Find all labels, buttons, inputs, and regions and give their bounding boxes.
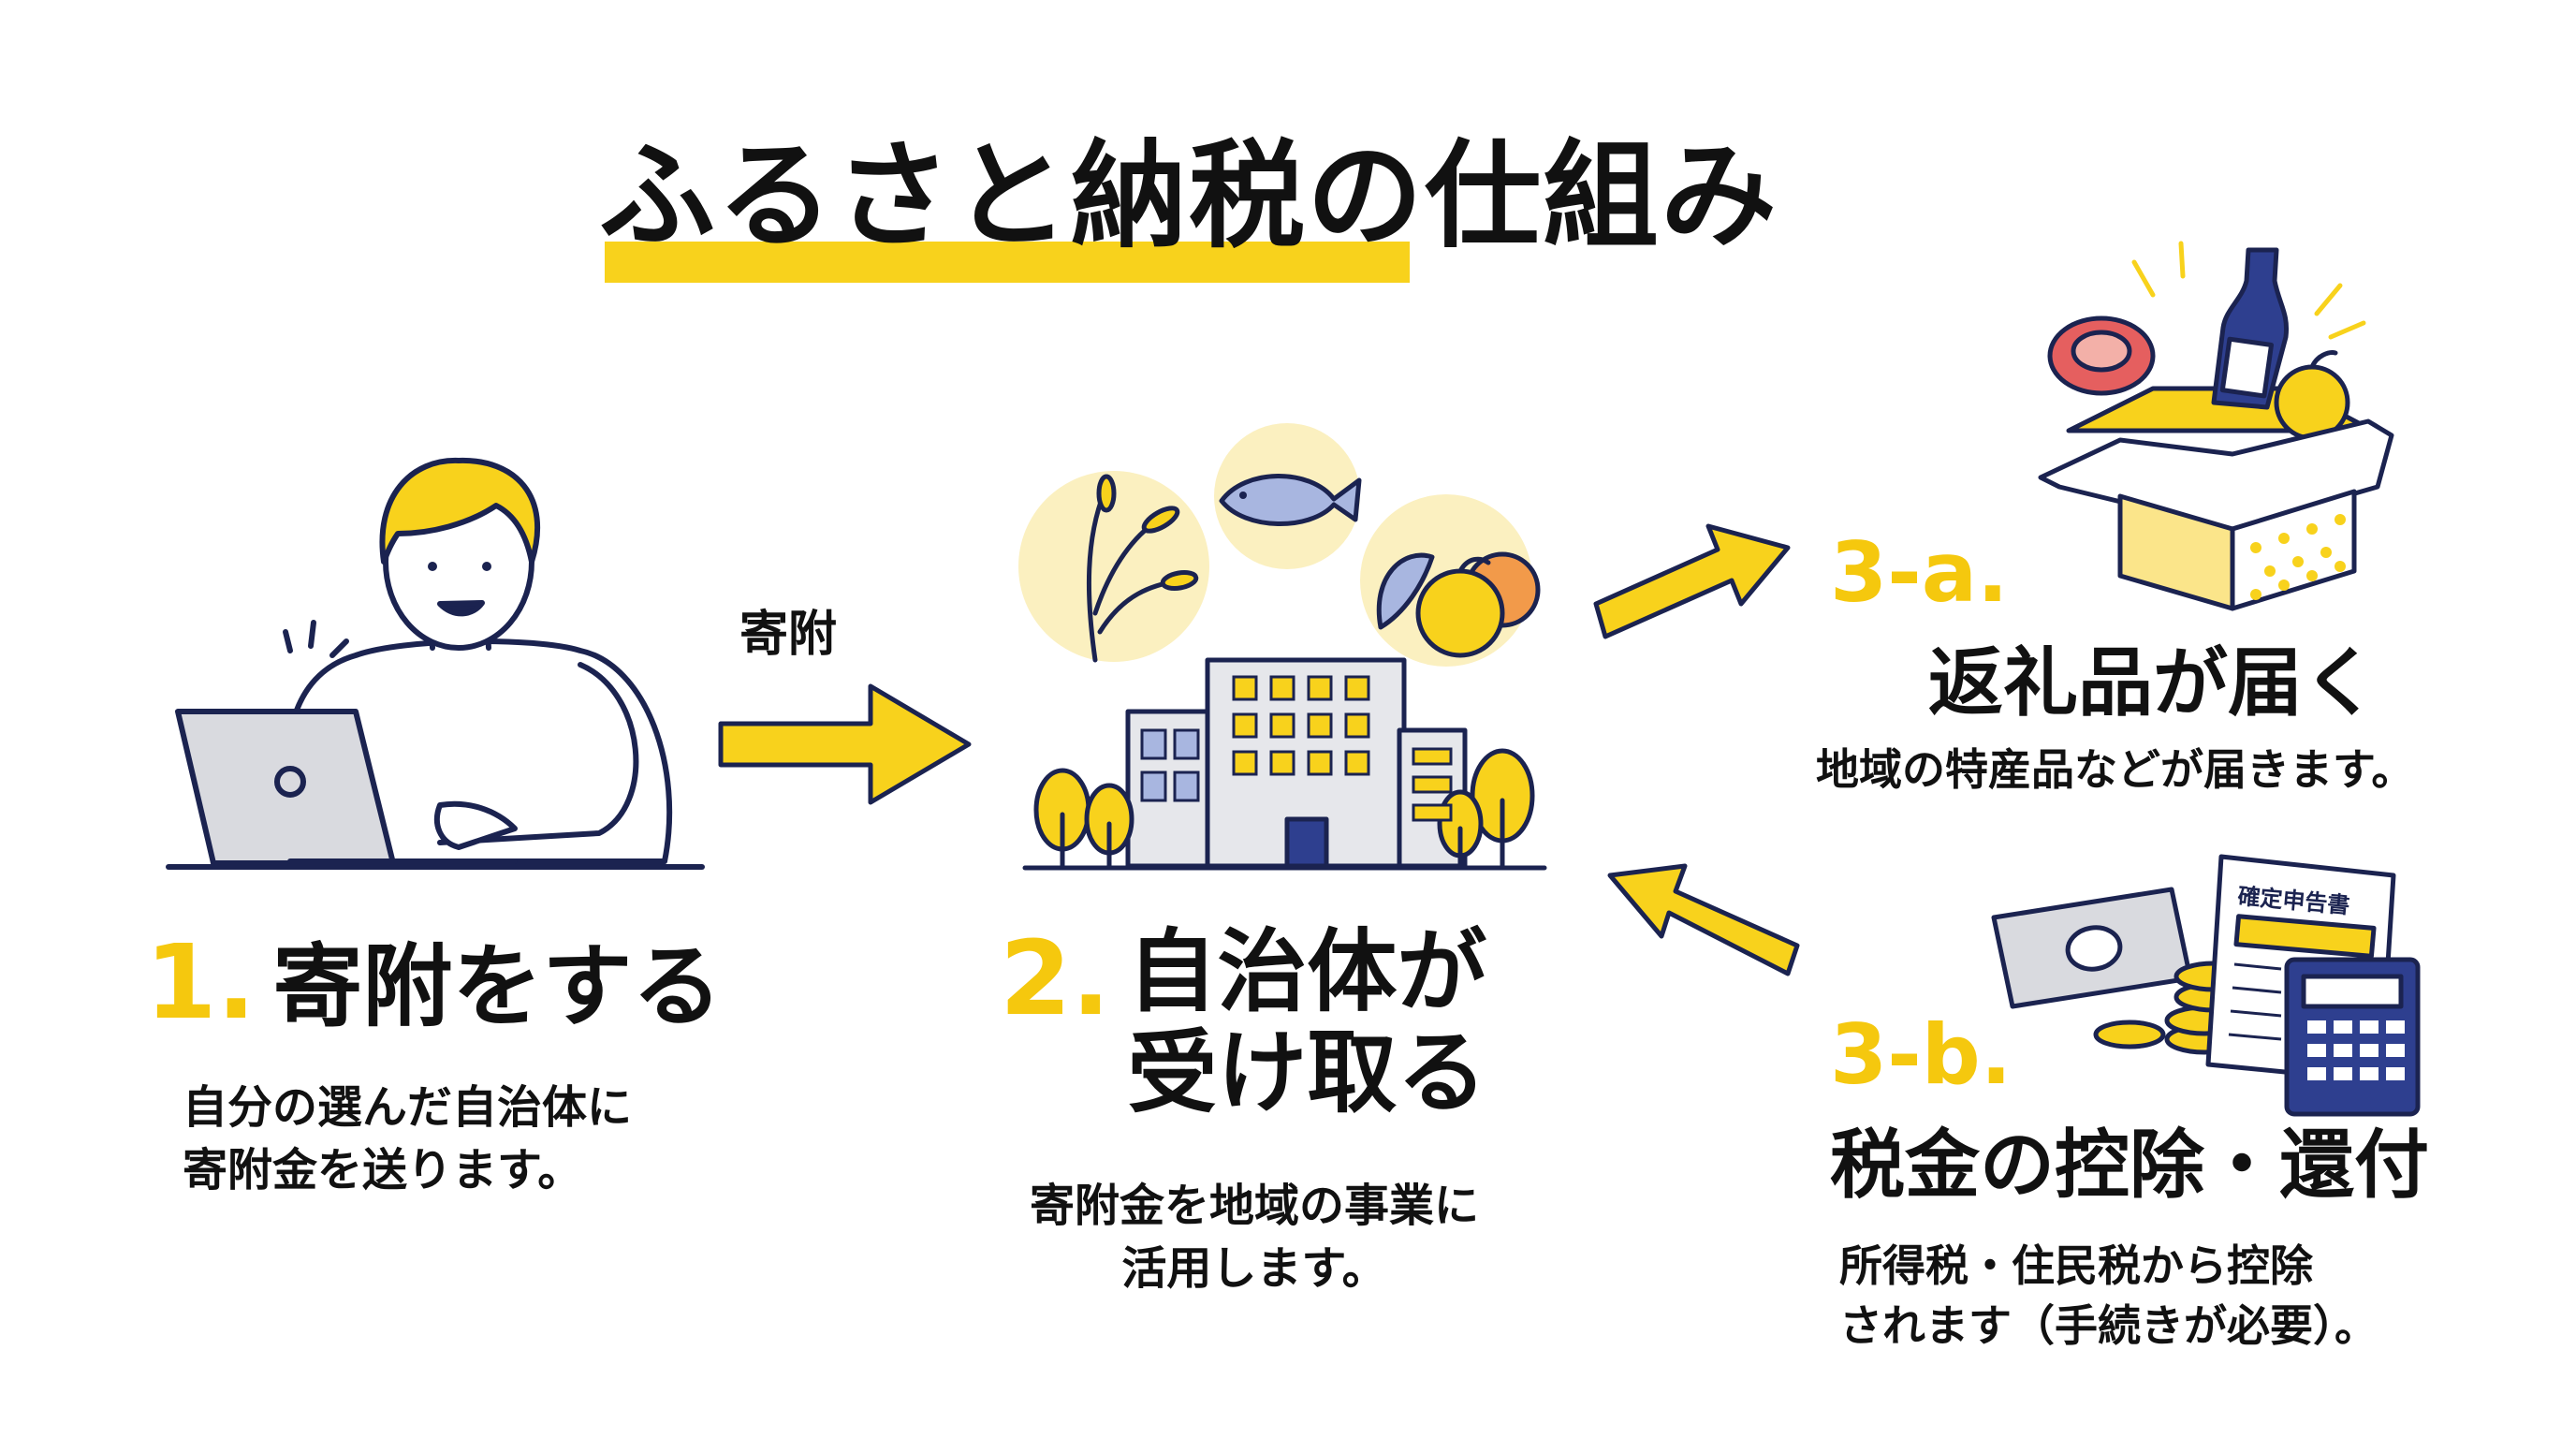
title-block: ふるさと納税の仕組み: [599, 122, 2003, 283]
step-3a-description: 地域の特産品などが届きます。: [1816, 744, 2415, 795]
step-2-number: 2.: [1000, 918, 1111, 1038]
title-highlight: [605, 242, 1410, 283]
step-3a-number: 3-a.: [1830, 524, 2009, 621]
gift-box-illustration: [2038, 241, 2394, 611]
step-3b-number: 3-b.: [1830, 1006, 2012, 1103]
right-arrow-icon: [718, 683, 972, 805]
donation-arrow-label: 寄附: [739, 607, 838, 663]
municipality-illustration: [1018, 423, 1547, 871]
page-title: ふるさと納税の仕組み: [599, 129, 1779, 264]
step-1-heading: 1. 寄附をする: [145, 922, 722, 1042]
arrow-from-tax-icon: [1607, 863, 1800, 976]
step-1-title: 寄附をする: [272, 934, 723, 1039]
tax-refund-illustration: 確定申告書: [1991, 854, 2421, 1117]
step-3b-title: 税金の控除・還付: [1830, 1122, 2429, 1209]
step-2-description: 寄附金を地域の事業に 活用します。: [1030, 1180, 1480, 1296]
step-1-description: 自分の選んだ自治体に 寄附金を送ります。: [183, 1081, 633, 1197]
step-3b-description: 所得税・住民税から控除 されます（手続きが必要）。: [1839, 1240, 2378, 1352]
step-2-title: 自治体が 受け取る: [1127, 919, 1487, 1125]
step-1-number: 1.: [145, 922, 256, 1042]
step-3a-title: 返礼品が届く: [1928, 639, 2378, 726]
step-2-heading: 2. 自治体が 受け取る: [1000, 918, 1487, 1125]
arrow-to-gifts-icon: [1593, 523, 1791, 639]
person-laptop-illustration: [166, 457, 705, 870]
